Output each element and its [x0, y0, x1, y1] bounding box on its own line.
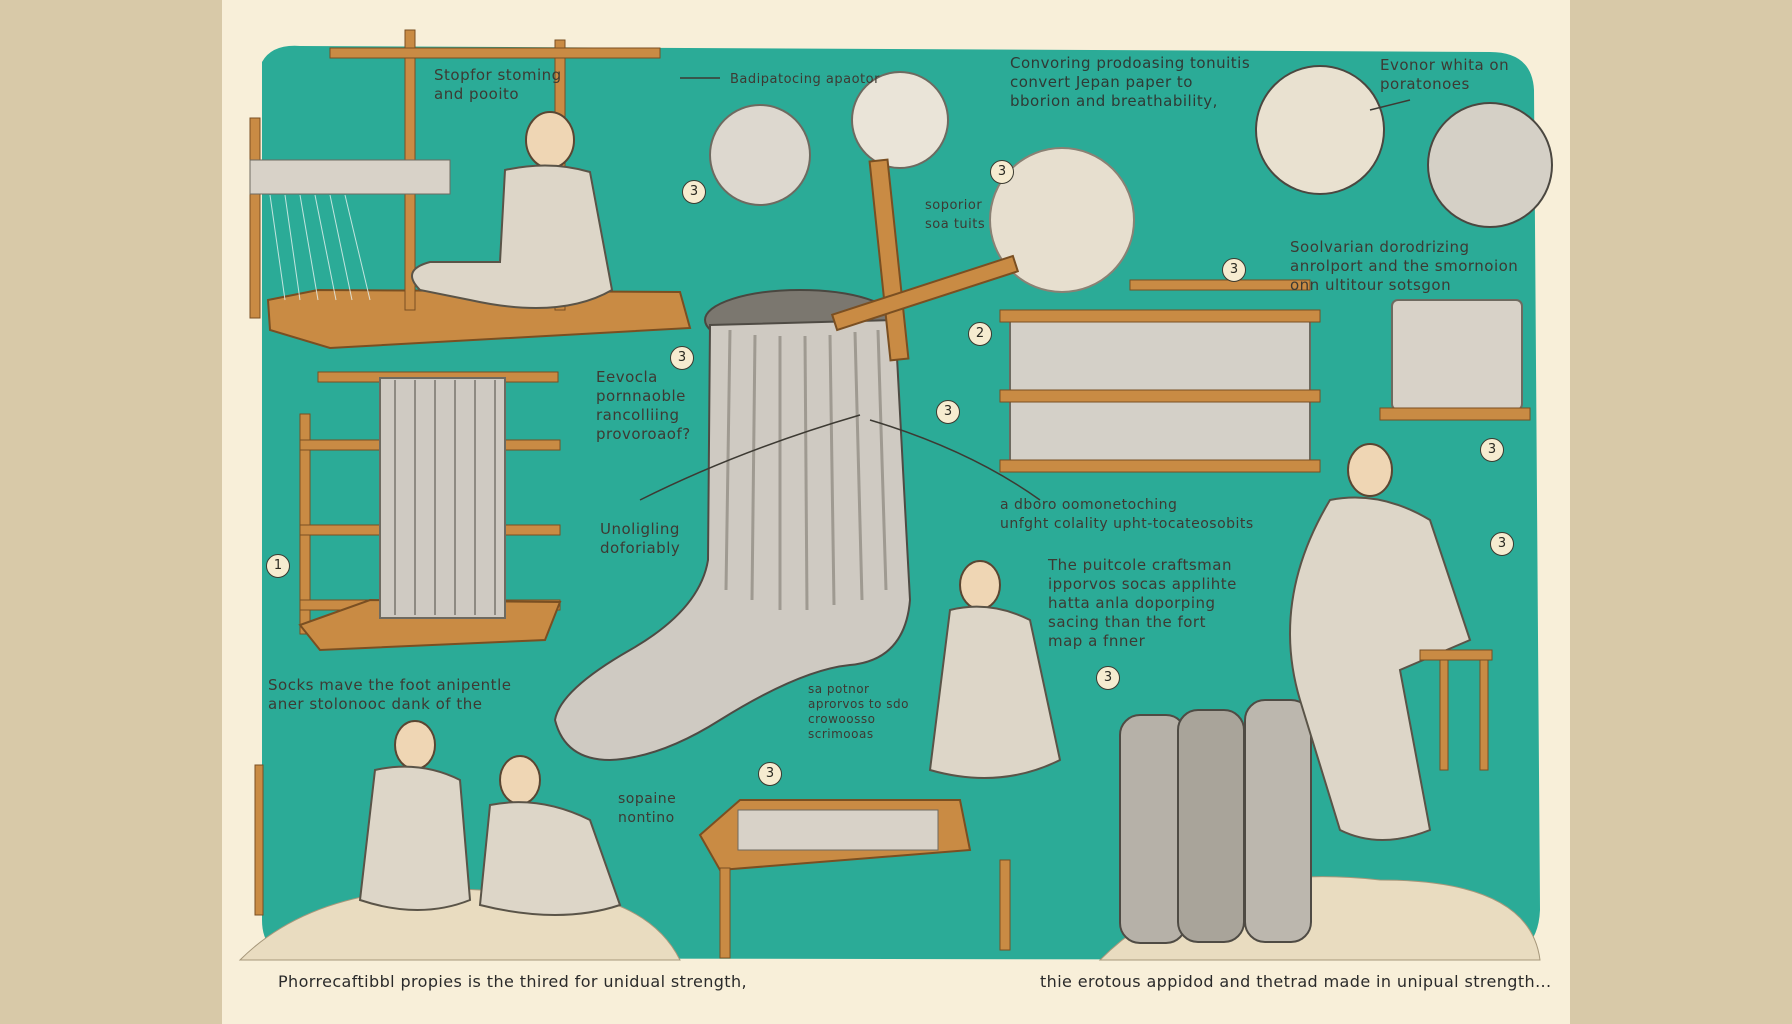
- caption-right: thie erotous appidod and thetrad made in…: [1040, 972, 1552, 991]
- label-bottom-center: sa potnor aprorvos to sdo crowoosso scri…: [808, 682, 909, 741]
- step-marker: 1: [266, 554, 290, 578]
- sock-illustration: [553, 158, 1020, 762]
- thread-balls-top: [709, 65, 1553, 293]
- label-bottom-loom: sopaine nontino: [618, 791, 677, 826]
- label-left-lower: Unoligling doforiably: [600, 520, 681, 557]
- label-craftsman: The puitcole craftsman ipporvos socas ap…: [1048, 556, 1237, 650]
- spools-and-craftsman-right: [1098, 443, 1541, 961]
- bench-loom-bottom: [698, 560, 1062, 959]
- loom-vertical-left: [298, 371, 562, 652]
- label-center-right: a dboro oomonetoching unfght colality up…: [1000, 497, 1254, 532]
- label-top-right: Evonor whita on poratonoes: [1380, 56, 1510, 93]
- label-left-mid: Eevocla pornnaoble rancolliing provoroao…: [596, 368, 691, 443]
- label-bottom-left: Socks mave the foot anipentle aner stolo…: [268, 676, 512, 713]
- step-marker: 3: [990, 160, 1014, 184]
- label-top-arrow: Badipatocing apaotor: [730, 72, 880, 87]
- step-marker: 3: [1222, 258, 1246, 282]
- step-marker: 3: [1096, 666, 1120, 690]
- loom-weaver-top-left: [249, 29, 692, 350]
- step-marker: 2: [968, 322, 992, 346]
- craftspeople-bottom-left: [238, 720, 681, 961]
- step-marker: 3: [682, 180, 706, 204]
- step-marker: 3: [670, 346, 694, 370]
- label-right-mid: Soolvarian dorodrizing anrolport and the…: [1290, 238, 1519, 294]
- caption-left: Phorrecaftibbl propies is the thired for…: [278, 972, 748, 991]
- label-top-left: Stopfor stoming and pooito: [434, 66, 562, 103]
- step-marker: 3: [1490, 532, 1514, 556]
- step-marker: 3: [936, 400, 960, 424]
- label-top-center: Convoring prodoasing tonuitis convert Je…: [1010, 54, 1251, 110]
- callout-lines: [639, 77, 1411, 501]
- step-marker: 3: [758, 762, 782, 786]
- loom-right: [999, 279, 1531, 473]
- label-center-small: soporior soa tuits: [925, 198, 986, 232]
- step-marker: 3: [1480, 438, 1504, 462]
